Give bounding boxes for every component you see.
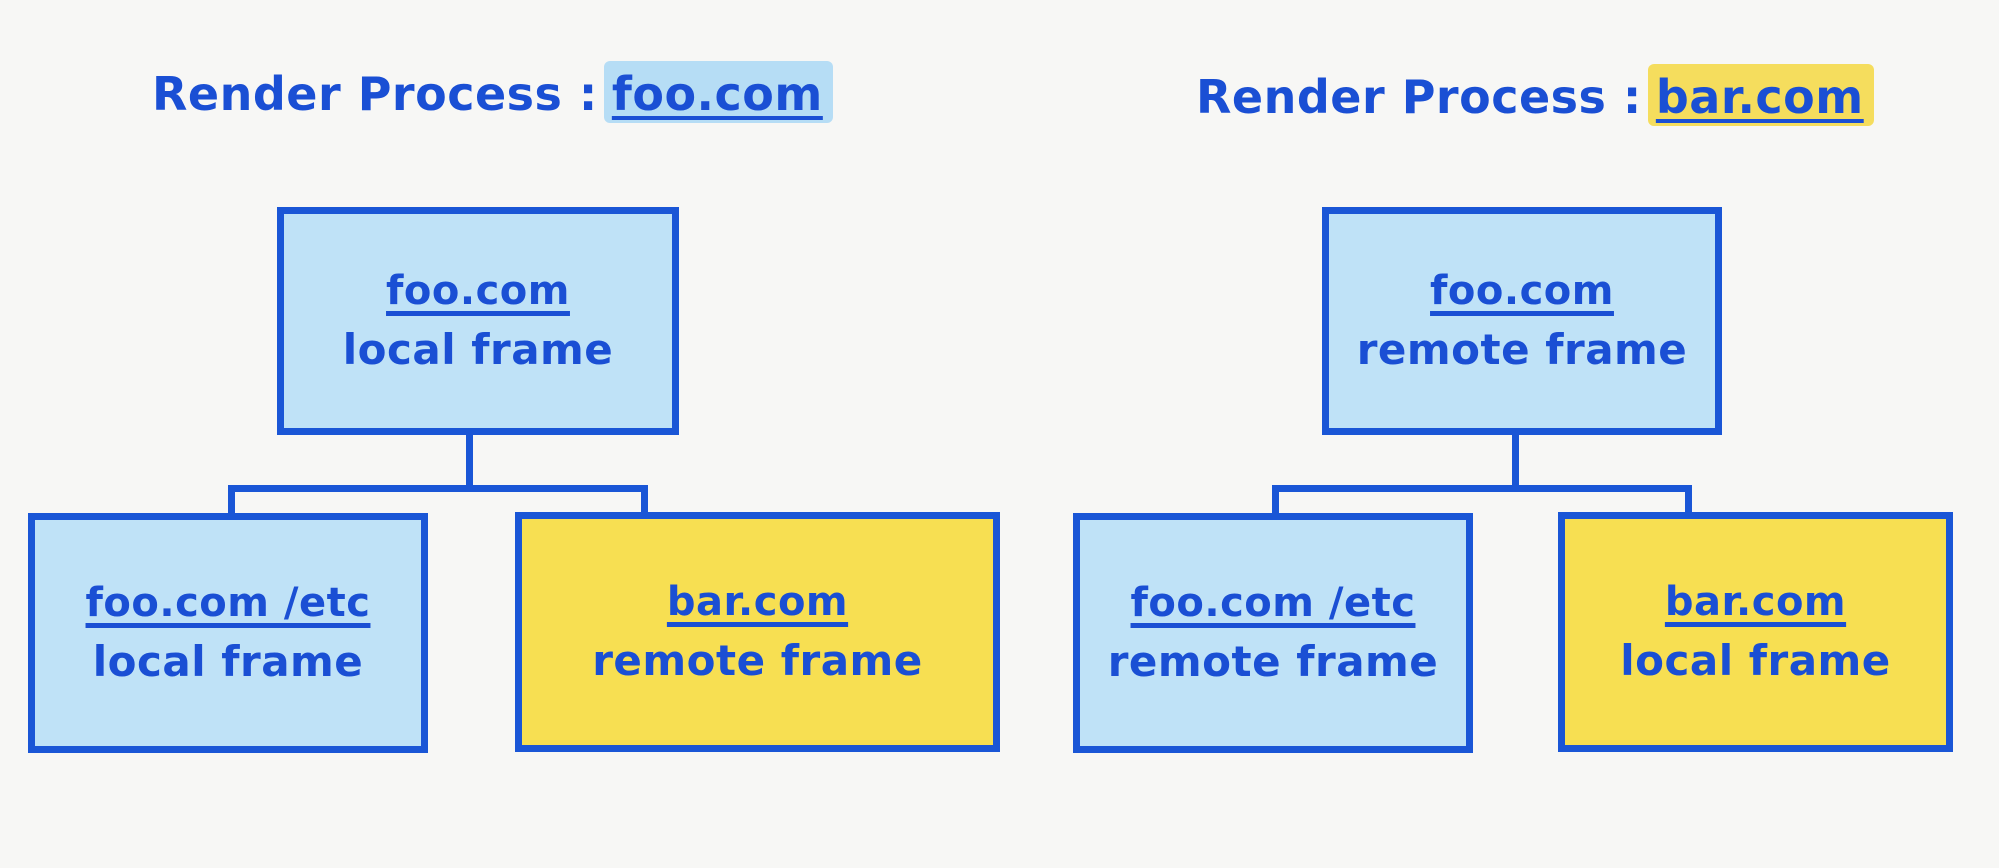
frame-kind: remote frame xyxy=(1107,636,1439,686)
frame-node-right-root: foo.com remote frame xyxy=(1322,207,1722,435)
panel-title-left: Render Process : foo.com xyxy=(152,61,833,123)
panel-title-left-label: Render Process : xyxy=(152,67,598,121)
frame-kind: local frame xyxy=(342,324,614,374)
frame-host: foo.com xyxy=(386,267,570,314)
frame-node-left-root: foo.com local frame xyxy=(277,207,679,435)
frame-kind: local frame xyxy=(92,636,364,686)
frame-node-right-child-2: bar.com local frame xyxy=(1558,512,1953,752)
frame-host: foo.com /etc xyxy=(1130,579,1416,626)
frame-node-left-child-2: bar.com remote frame xyxy=(515,512,1000,752)
panel-title-right: Render Process : bar.com xyxy=(1196,64,1874,126)
connector-left-drop-1 xyxy=(228,485,235,517)
frame-kind: remote frame xyxy=(592,635,923,685)
frame-kind: local frame xyxy=(1620,635,1891,685)
panel-title-right-label: Render Process : xyxy=(1196,70,1642,124)
frame-node-left-child-1: foo.com /etc local frame xyxy=(28,513,428,753)
connector-right-drop-2 xyxy=(1685,485,1692,515)
frame-host: foo.com /etc xyxy=(85,579,371,626)
connector-right-bar xyxy=(1272,485,1692,492)
connector-left-bar xyxy=(228,485,648,492)
frame-host: bar.com xyxy=(666,578,849,625)
frame-host: foo.com xyxy=(1430,267,1614,314)
frame-node-right-child-1: foo.com /etc remote frame xyxy=(1073,513,1473,753)
frame-host: bar.com xyxy=(1664,578,1847,625)
panel-title-left-host: foo.com xyxy=(603,61,833,123)
connector-right-drop-1 xyxy=(1272,485,1279,517)
connector-left-stem xyxy=(466,432,473,488)
connector-right-stem xyxy=(1512,432,1519,488)
connector-left-drop-2 xyxy=(641,485,648,515)
frame-kind: remote frame xyxy=(1356,324,1688,374)
panel-title-right-host: bar.com xyxy=(1647,64,1874,126)
